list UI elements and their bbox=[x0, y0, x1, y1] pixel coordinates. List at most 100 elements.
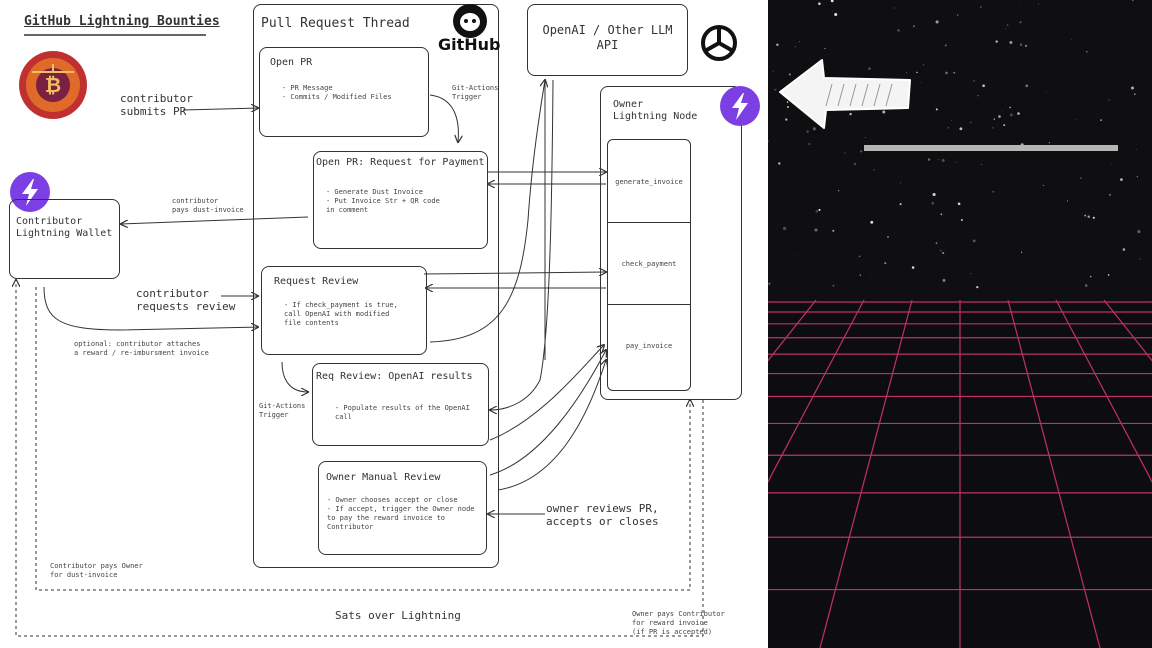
label-pays-dust: contributor pays dust-invoice bbox=[172, 197, 244, 214]
contributor-wallet-label: Contributor Lightning Wallet bbox=[16, 216, 113, 239]
star bbox=[1009, 113, 1013, 117]
star bbox=[992, 190, 995, 193]
star bbox=[897, 29, 900, 32]
star bbox=[1084, 284, 1088, 287]
star bbox=[959, 127, 963, 131]
star bbox=[864, 137, 866, 138]
star bbox=[1066, 200, 1069, 202]
function-generate-invoice: generate_invoice bbox=[608, 140, 690, 223]
star bbox=[786, 101, 789, 103]
svg-text:₿: ₿ bbox=[45, 73, 61, 97]
star bbox=[882, 110, 886, 114]
star bbox=[916, 71, 918, 74]
arrow-hatch bbox=[825, 83, 833, 107]
request-review-title: Request Review bbox=[274, 276, 359, 287]
review-results-box: Req Review: OpenAI results - Populate re… bbox=[312, 363, 489, 446]
star bbox=[905, 72, 908, 74]
open-pr-box: Open PR - PR Message - Commits / Modifie… bbox=[259, 47, 429, 137]
star bbox=[980, 6, 982, 8]
arrow-hatch bbox=[849, 83, 857, 107]
star bbox=[900, 182, 901, 184]
function-pay-invoice: pay_invoice bbox=[625, 342, 673, 350]
star bbox=[814, 228, 818, 232]
star bbox=[922, 63, 925, 66]
star bbox=[1089, 275, 1092, 278]
github-label: GitHub bbox=[438, 35, 501, 54]
grid-line-vertical bbox=[768, 299, 865, 483]
star bbox=[935, 242, 938, 244]
star bbox=[1025, 84, 1029, 88]
star bbox=[1075, 119, 1077, 120]
grid-line-vertical bbox=[1103, 299, 1152, 362]
star bbox=[806, 130, 809, 133]
request-review-box: Request Review - If check_payment is tru… bbox=[261, 266, 427, 355]
arrow-hatch bbox=[885, 83, 893, 107]
star bbox=[927, 158, 931, 161]
label-submits-pr: contributor submits PR bbox=[120, 92, 193, 118]
grid-line-vertical bbox=[1007, 299, 1101, 648]
star bbox=[880, 289, 882, 290]
star bbox=[1024, 44, 1028, 47]
star bbox=[1087, 215, 1090, 218]
star bbox=[774, 88, 777, 91]
star bbox=[1108, 99, 1110, 101]
star bbox=[1136, 148, 1137, 150]
star bbox=[976, 285, 979, 289]
star bbox=[884, 262, 887, 265]
scene-canvas bbox=[768, 0, 1152, 648]
star bbox=[870, 277, 871, 278]
request-payment-box: Open PR: Request for Payment - Generate … bbox=[313, 151, 488, 249]
star bbox=[830, 0, 834, 3]
grid-line-vertical bbox=[1055, 299, 1152, 483]
review-results-title: Req Review: OpenAI results bbox=[316, 371, 473, 382]
star bbox=[824, 47, 826, 50]
star bbox=[858, 255, 861, 258]
star bbox=[899, 203, 902, 206]
star bbox=[808, 143, 810, 145]
star bbox=[818, 208, 821, 211]
openai-logo bbox=[694, 18, 744, 68]
grid-line-vertical bbox=[768, 299, 817, 362]
pr-thread-container: Pull Request Thread bbox=[253, 4, 499, 568]
star bbox=[1001, 110, 1003, 112]
star bbox=[1038, 3, 1039, 5]
arrow-hatch bbox=[873, 83, 881, 107]
arrow-hatch bbox=[837, 83, 845, 107]
star bbox=[1122, 248, 1126, 251]
star bbox=[951, 119, 952, 121]
star bbox=[1084, 214, 1087, 217]
manual-review-title: Owner Manual Review bbox=[326, 472, 441, 483]
manual-review-box: Owner Manual Review - Owner chooses acce… bbox=[318, 461, 487, 555]
star bbox=[995, 40, 998, 43]
star bbox=[942, 251, 945, 255]
star bbox=[955, 162, 957, 164]
openai-label: OpenAI / Other LLM API bbox=[542, 23, 673, 52]
star bbox=[973, 80, 975, 82]
star bbox=[772, 70, 774, 72]
star bbox=[768, 140, 769, 143]
request-review-items: - If check_payment is true, call OpenAI … bbox=[284, 301, 398, 327]
manual-review-items: - Owner chooses accept or close - If acc… bbox=[327, 496, 475, 531]
star bbox=[920, 82, 921, 83]
star bbox=[1107, 274, 1110, 276]
star bbox=[972, 239, 976, 243]
star bbox=[1132, 0, 1134, 2]
star bbox=[1133, 93, 1136, 96]
star bbox=[945, 71, 948, 75]
star bbox=[1139, 258, 1141, 260]
star bbox=[993, 118, 995, 120]
diagram-connectors bbox=[0, 34, 704, 637]
star bbox=[853, 162, 857, 166]
star bbox=[1003, 124, 1006, 126]
star bbox=[815, 209, 819, 213]
star bbox=[1137, 230, 1141, 234]
function-check-payment: check_payment bbox=[608, 222, 690, 305]
star bbox=[1006, 24, 1009, 26]
star bbox=[1046, 92, 1047, 94]
star bbox=[953, 71, 956, 74]
star bbox=[834, 12, 838, 17]
star bbox=[778, 162, 781, 165]
label-contributor-pays-owner: Contributor pays Owner for dust-invoice bbox=[50, 562, 143, 579]
star bbox=[1131, 86, 1134, 90]
star bbox=[849, 112, 852, 116]
